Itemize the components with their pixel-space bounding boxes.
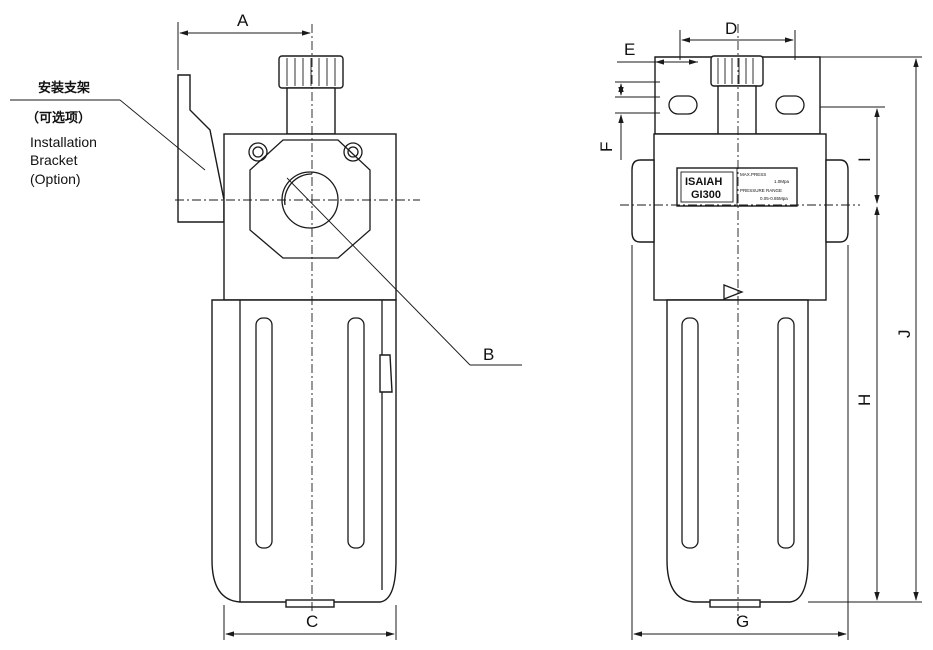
port-octagon <box>249 139 371 259</box>
dim-label-c: C <box>306 612 318 631</box>
port-right <box>825 159 849 243</box>
bracket-option-cn: （可选项） <box>26 110 91 126</box>
bowl <box>211 299 397 603</box>
bracket-label-cn: 安装支架 <box>38 80 90 96</box>
installation-bracket <box>177 74 225 223</box>
bowl-latch <box>379 354 393 393</box>
dim-label-d: D <box>725 19 737 38</box>
side-view <box>615 24 922 640</box>
nameplate-range-label: PRESSURE RANGE <box>740 188 782 193</box>
dim-label-h: H <box>855 394 874 406</box>
dim-label-e: E <box>624 40 635 59</box>
dim-label-b: B <box>483 345 494 364</box>
bracket-label-en-3: (Option) <box>30 171 81 187</box>
dim-label-f: F <box>597 142 616 152</box>
adjust-knob-side <box>710 55 764 87</box>
nameplate-brand: ISAIAH <box>685 176 722 188</box>
nameplate-model: GI300 <box>691 189 721 201</box>
bracket-label-en-2: Bracket <box>30 152 78 168</box>
dim-label-a: A <box>237 11 249 30</box>
dim-label-j: J <box>895 330 914 339</box>
port-left <box>631 159 655 243</box>
nameplate-range-value: 0.05-0.85Mpa <box>760 196 788 201</box>
bowl-side <box>666 299 809 603</box>
body-top-side <box>653 133 827 301</box>
dim-label-g: G <box>736 612 749 631</box>
drain-plug <box>285 599 335 608</box>
dim-label-i: I <box>855 157 874 162</box>
adjust-knob <box>278 55 344 135</box>
nameplate-max-press-label: MAX.PRESS <box>740 172 766 177</box>
front-view <box>10 22 522 640</box>
sight-window-left <box>255 317 273 549</box>
sight-window-right <box>347 317 365 549</box>
bracket-label-en-1: Installation <box>30 134 97 150</box>
nameplate-max-press-value: 1.0Mpa <box>774 179 790 184</box>
